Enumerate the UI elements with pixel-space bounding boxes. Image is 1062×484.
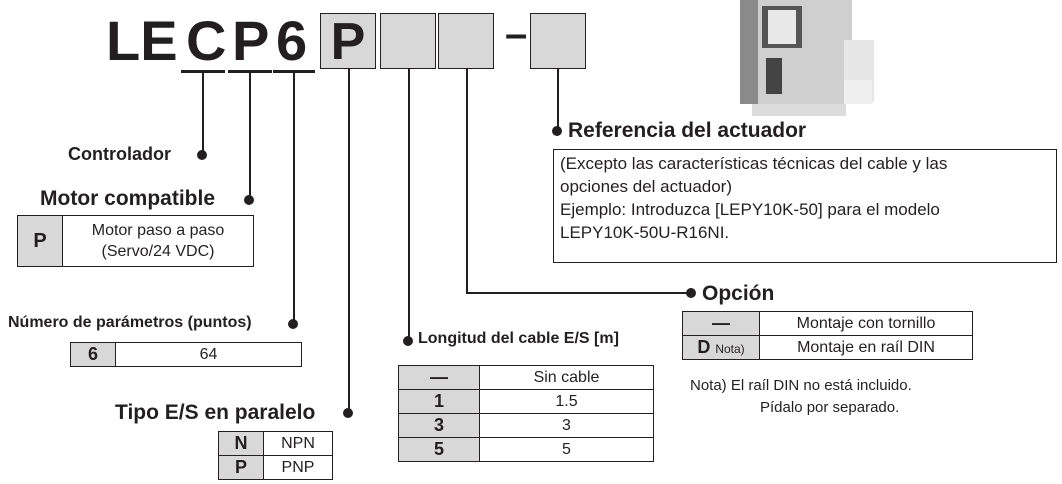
underline-motor <box>228 70 272 73</box>
table-row: 5 5 <box>398 437 654 462</box>
controller-label: Controlador <box>68 144 171 164</box>
leader-cable-v <box>408 69 410 342</box>
controller-photo <box>740 0 874 116</box>
table-row: 3 3 <box>398 413 654 438</box>
leader-option-v <box>466 69 468 294</box>
box-option <box>438 13 494 69</box>
option-value: Montaje con tornillo <box>759 311 973 336</box>
box-cable <box>380 13 436 69</box>
actuator-line-4: LEPY10K-50U-R16NI. <box>560 223 730 242</box>
option-key: — <box>682 311 760 336</box>
table-row: — Sin cable <box>398 365 654 390</box>
actuator-description: (Excepto las características técnicas de… <box>553 149 1057 263</box>
leader-controller-dot <box>197 150 207 160</box>
option-table: — Montaje con tornillo D Nota) Montaje e… <box>682 311 973 360</box>
underline-params <box>273 70 315 73</box>
option-footnote-2: Pídalo por separado. <box>760 399 900 416</box>
option-note-ref: Nota) <box>715 342 745 356</box>
params-key: 6 <box>70 342 116 367</box>
leader-motor-v <box>249 72 251 201</box>
leader-controller-v <box>202 72 204 156</box>
motor-label: Motor compatible <box>40 187 216 210</box>
motor-desc-line1: Motor paso a paso <box>91 222 225 239</box>
io-type-table: N NPN P PNP <box>218 431 333 480</box>
code-prefix: LE <box>106 9 178 72</box>
io-key: N <box>218 431 264 456</box>
leader-params-dot <box>288 319 298 329</box>
table-row: — Montaje con tornillo <box>682 311 973 336</box>
leader-params-v <box>293 72 295 325</box>
cable-label: Longitud del cable E/S [m] <box>418 330 619 347</box>
code-dash: – <box>505 12 528 56</box>
params-label: Número de parámetros (puntos) <box>8 314 252 331</box>
leader-motor-dot <box>244 195 254 205</box>
leader-cable-dot <box>403 336 413 346</box>
motor-desc: Motor paso a paso (Servo/24 VDC) <box>62 215 254 267</box>
actuator-label: Referencia del actuador <box>568 119 807 142</box>
actuator-line-1: (Excepto las características técnicas de… <box>560 154 948 173</box>
io-type-label: Tipo E/S en paralelo <box>115 401 316 424</box>
option-label: Opción <box>702 282 775 305</box>
cable-key: 1 <box>398 389 480 414</box>
table-row: 1 1.5 <box>398 389 654 414</box>
leader-option-h <box>466 292 688 294</box>
params-table: 6 64 <box>70 342 302 367</box>
motor-table: P Motor paso a paso (Servo/24 VDC) <box>17 215 254 267</box>
option-value: Montaje en raíl DIN <box>759 335 973 360</box>
io-value: PNP <box>263 455 333 480</box>
cable-value: Sin cable <box>479 365 654 390</box>
motor-key: P <box>17 215 63 267</box>
code-char-controller: C <box>186 9 227 72</box>
option-key: D <box>697 337 711 357</box>
cable-table: — Sin cable 1 1.5 3 3 5 5 <box>398 365 654 462</box>
io-value: NPN <box>263 431 333 456</box>
leader-option-dot <box>686 288 696 298</box>
leader-io-v <box>348 69 350 415</box>
cable-value: 3 <box>479 413 654 438</box>
leader-actuator-dot <box>552 126 562 136</box>
code-char-motor: P <box>232 9 270 72</box>
cable-key: 3 <box>398 413 480 438</box>
underline-controller <box>181 70 225 73</box>
leader-actuator-v <box>557 69 559 131</box>
cable-value: 5 <box>479 437 654 462</box>
option-footnote-1: Nota) El raíl DIN no está incluido. <box>690 377 912 394</box>
table-row: N NPN <box>218 431 333 456</box>
actuator-line-2: opciones del actuador) <box>560 177 733 196</box>
box-io-type: P <box>320 13 376 70</box>
io-key: P <box>218 455 264 480</box>
code-char-params: 6 <box>276 9 308 72</box>
cable-key: — <box>398 365 480 390</box>
table-row: D Nota) Montaje en raíl DIN <box>682 335 973 360</box>
table-row: P PNP <box>218 455 333 480</box>
option-key-cell: D Nota) <box>682 335 760 360</box>
actuator-line-3: Ejemplo: Introduzca [LEPY10K-50] para el… <box>560 200 940 219</box>
box-actuator <box>530 13 586 69</box>
cable-value: 1.5 <box>479 389 654 414</box>
leader-io-dot <box>343 408 353 418</box>
motor-desc-line2: (Servo/24 VDC) <box>101 243 215 260</box>
params-value: 64 <box>115 342 302 367</box>
cable-key: 5 <box>398 437 480 462</box>
